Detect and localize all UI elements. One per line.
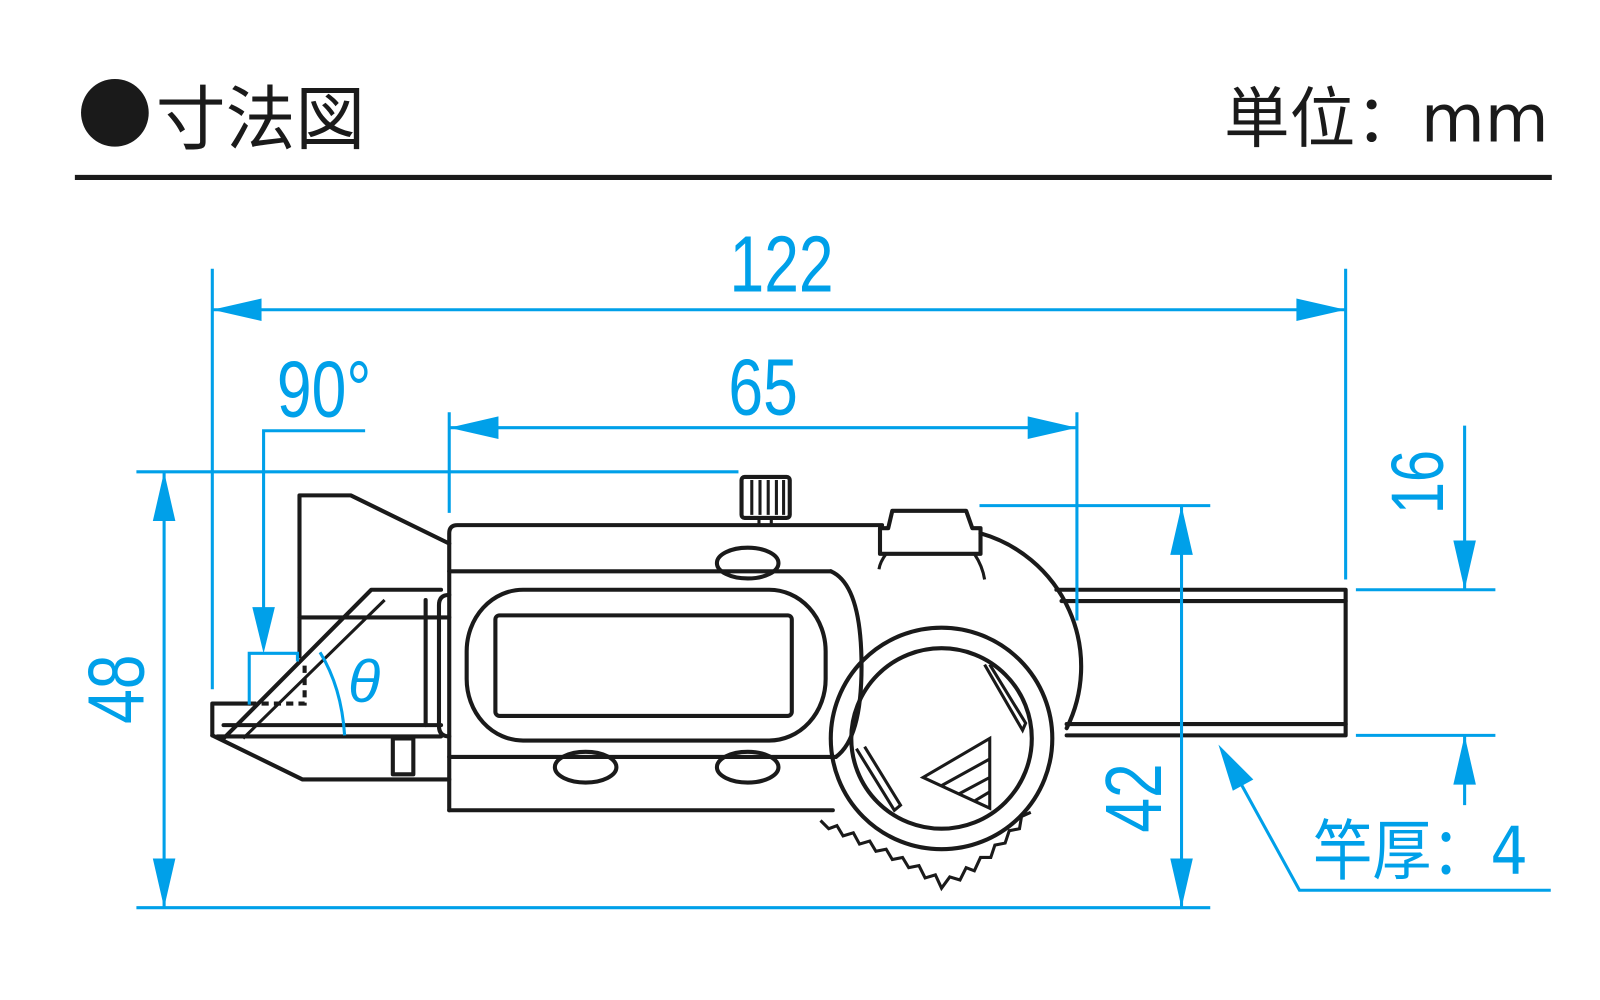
unit-label: 単位：mm (1224, 82, 1549, 158)
lcd-display (493, 613, 794, 718)
lock-screw (739, 474, 792, 520)
bullet-icon (81, 78, 149, 147)
drawing-title: 寸法図 (156, 80, 365, 161)
thumb-wheel (828, 625, 1055, 852)
dim-beam-thickness: 竿厚：4 (1313, 813, 1528, 890)
dim-body-height: 42 (1090, 763, 1179, 832)
dim-angle: 90° (277, 345, 371, 434)
dim-beam-width: 16 (1377, 450, 1460, 514)
dimension-lines (136, 268, 1551, 910)
button (714, 749, 781, 785)
dim-overall-length: 122 (729, 220, 833, 309)
caliper-outline (210, 474, 1348, 892)
button (552, 749, 619, 785)
dim-theta: θ (348, 648, 380, 715)
dim-body-length: 65 (728, 343, 797, 432)
dim-overall-height: 48 (72, 655, 161, 724)
button (714, 545, 781, 581)
